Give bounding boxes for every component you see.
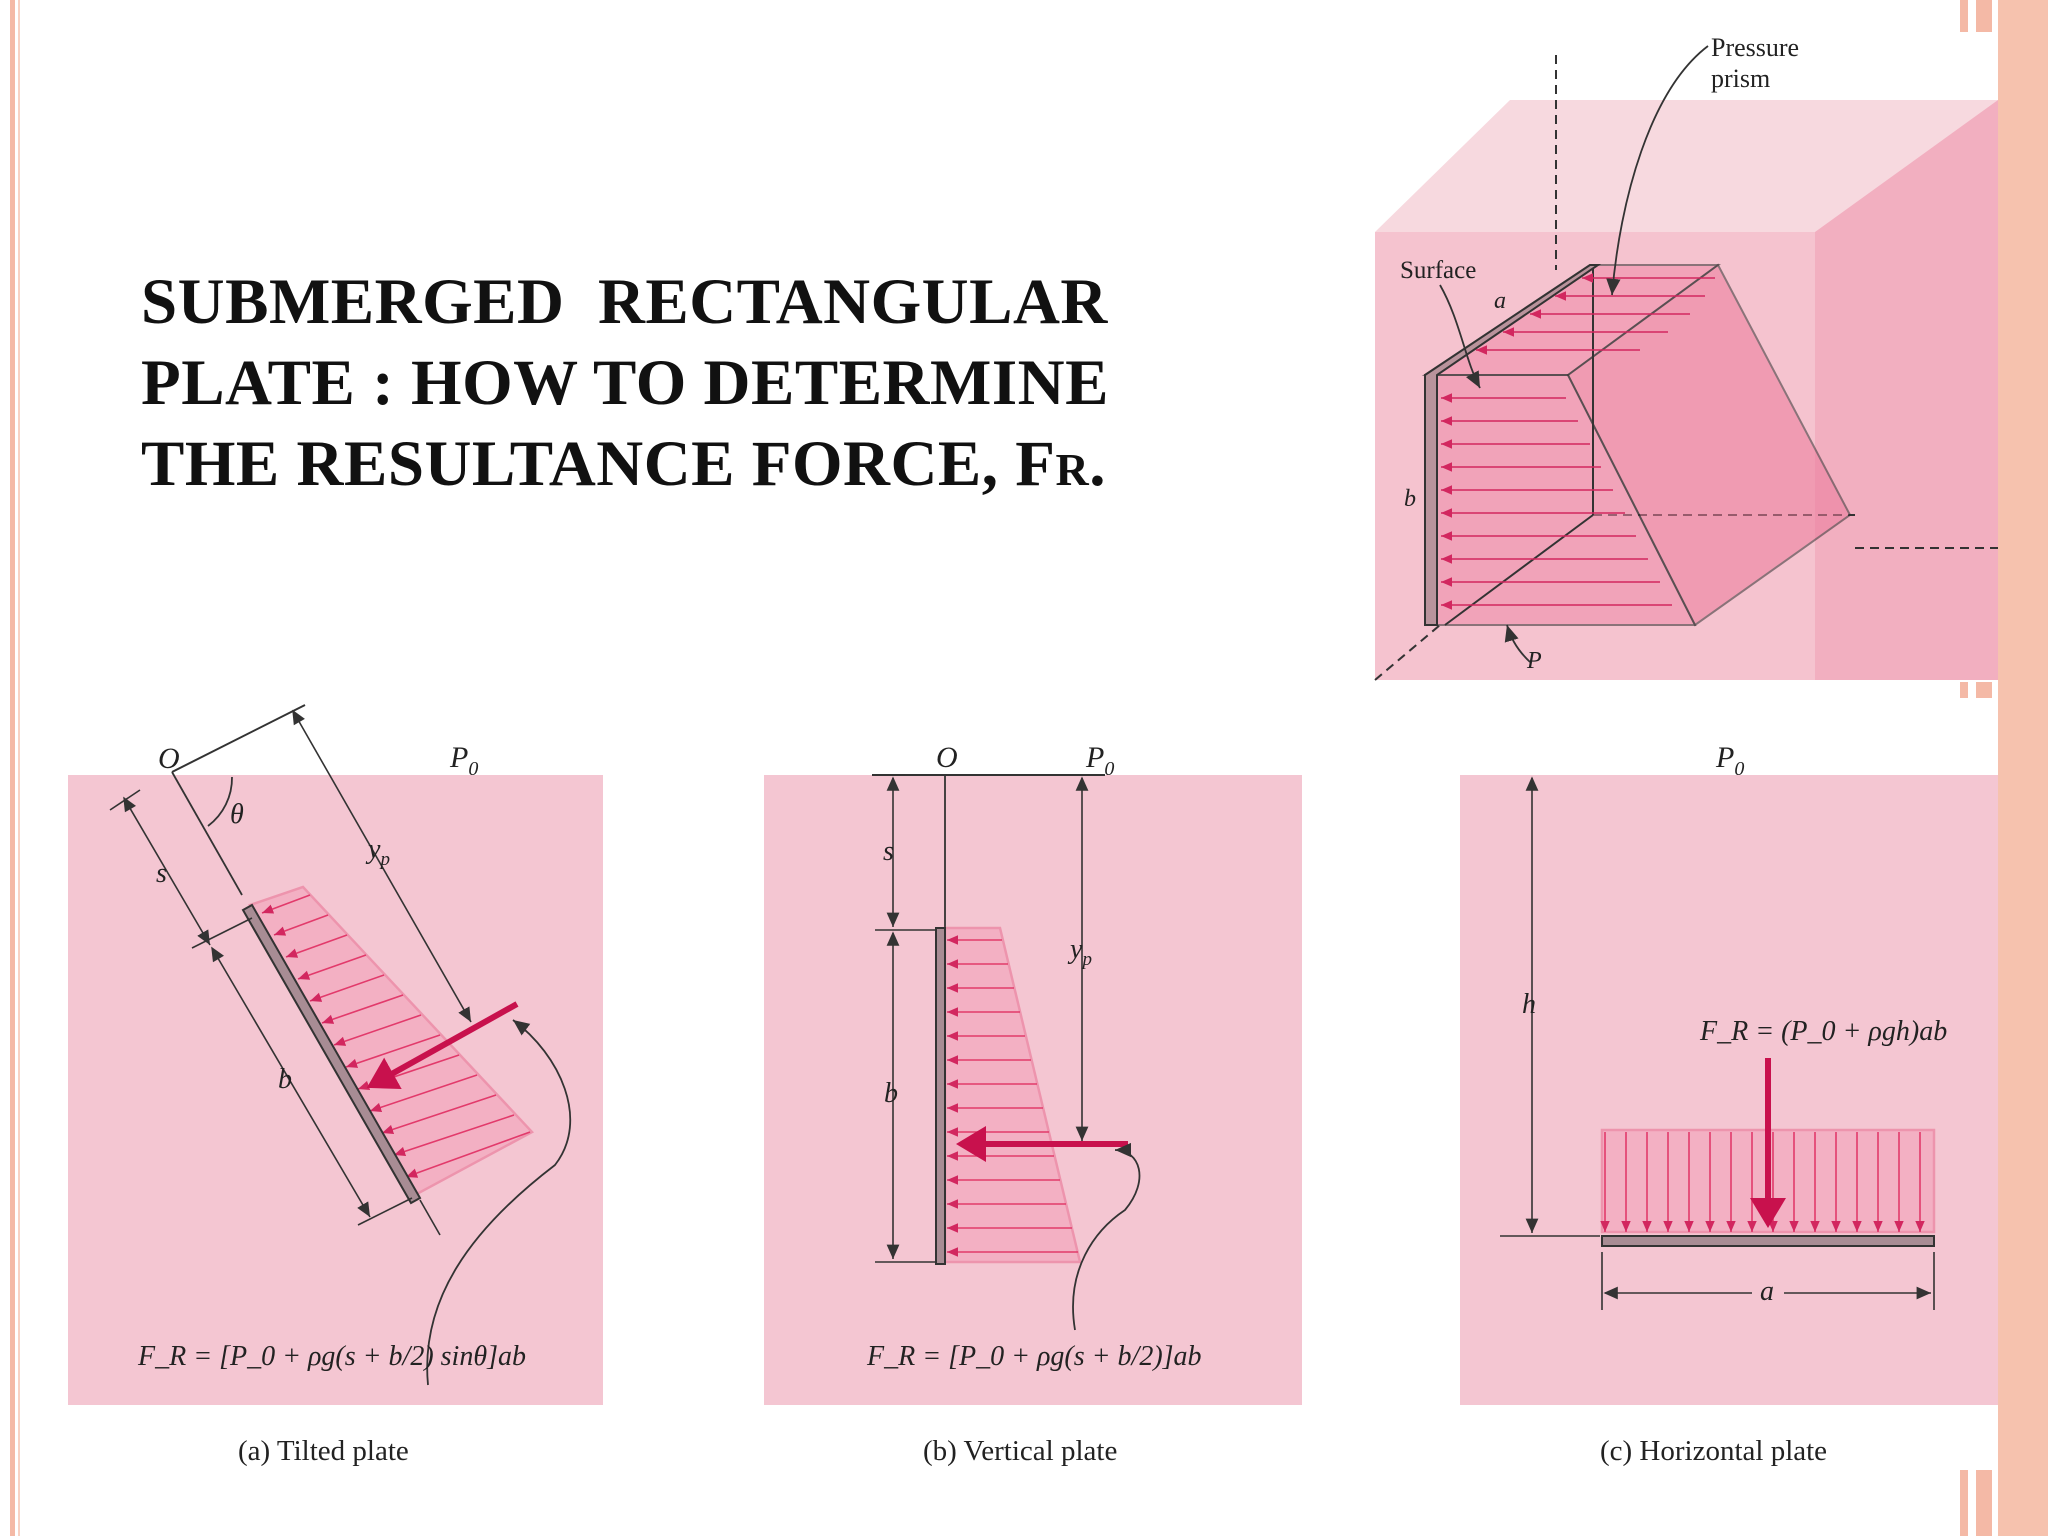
label-a: a (1494, 288, 1506, 314)
vertical-plate-figure: O P0 s b yp F_R = [P_0 + ρg(s + b/2)]ab … (764, 741, 1302, 1467)
tilted-label-s: s (156, 858, 167, 889)
horizontal-pressure-arrows (1600, 1132, 1925, 1232)
vertical-formula-leader (1072, 1142, 1141, 1331)
right-border-tick-mid (1960, 682, 1968, 698)
pressure-prism-leader (1606, 45, 1709, 296)
tilted-plate-figure: O P0 θ s b yp F_R = [P_0 + ρg(s + b/2) s… (68, 704, 603, 1467)
vertical-label-yp: yp (1067, 934, 1092, 970)
vertical-p0-main: P (1085, 741, 1104, 774)
horizontal-plate (1601, 1235, 1935, 1247)
title-period: . (1089, 428, 1106, 500)
left-border-bar (10, 0, 15, 1536)
tilted-label-b: b (278, 1064, 292, 1095)
vertical-formula: F_R = [P_0 + ρg(s + b/2)]ab (866, 1341, 1202, 1372)
tilted-resultant-arrow (366, 1001, 519, 1090)
slide-title: SUBMERGED RECTANGULAR PLATE : HOW TO DET… (141, 262, 1161, 510)
title-line-3-text: THE RESULTANCE FORCE, F (141, 428, 1056, 500)
prism-box-side (1815, 100, 1998, 680)
title-line-3: THE RESULTANCE FORCE, FR. (141, 424, 1161, 510)
prism-slanted-face (1566, 263, 1852, 627)
vertical-plate (935, 927, 946, 1265)
tilted-label-o: O (158, 742, 180, 775)
tilted-dim-s (123, 796, 211, 946)
right-border-tick-bottom2 (1976, 1470, 1992, 1536)
prism-pressure-arrows (1441, 273, 1715, 610)
tilted-caption: (a) Tilted plate (238, 1435, 409, 1467)
vertical-yp-sub: p (1080, 949, 1092, 970)
right-border-tick-top2 (1976, 0, 1992, 32)
tilted-formula-leader (426, 1019, 572, 1386)
vertical-label-s: s (883, 836, 894, 867)
vertical-water (764, 775, 1302, 1405)
horizontal-water (1460, 775, 1998, 1405)
horizontal-label-a: a (1760, 1276, 1774, 1307)
prism-box-top (1375, 100, 1998, 232)
p-leader (1504, 624, 1531, 663)
label-p: P (1526, 648, 1542, 674)
horizontal-plate-figure: P0 h a F_R = (P_0 + ρgh)ab (c) Horizonta… (1460, 741, 1998, 1467)
horizontal-caption: (c) Horizontal plate (1600, 1435, 1827, 1467)
label-b: b (1404, 486, 1416, 512)
right-border-tick-top (1960, 0, 1968, 32)
horizontal-formula: F_R = (P_0 + ρgh)ab (1699, 1016, 1947, 1047)
vertical-label-b: b (884, 1078, 898, 1109)
tilted-label-p0: P0 (449, 741, 478, 780)
pressure-prism-figure: Pressure prism Surface a b P (1374, 33, 1998, 681)
tilted-dim-b (211, 946, 371, 1218)
tilted-p0-main: P (449, 741, 468, 774)
prism-bottom-edge (1444, 514, 1594, 626)
tilted-formula: F_R = [P_0 + ρg(s + b/2) sinθ]ab (137, 1341, 526, 1372)
label-surface: Surface (1400, 257, 1476, 284)
horizontal-p0-sub: 0 (1734, 758, 1744, 780)
tilted-label-theta: θ (230, 799, 244, 830)
right-border-band (1998, 0, 2048, 1536)
vertical-label-o: O (936, 741, 958, 774)
right-border-tick-mid2 (1976, 682, 1992, 698)
tilted-water (68, 775, 603, 1405)
title-line-1: SUBMERGED RECTANGULAR (141, 266, 1108, 338)
vertical-label-p0: P0 (1085, 741, 1114, 780)
tilted-label-yp: yp (365, 834, 390, 870)
horizontal-p0-main: P (1715, 741, 1734, 774)
tilted-tick-1 (109, 789, 141, 811)
tilted-yp-sub: p (378, 849, 390, 870)
tilted-tick-2 (191, 917, 253, 949)
horizontal-label-p0: P0 (1715, 741, 1744, 780)
horizontal-dim-a-gap (1752, 1280, 1784, 1306)
label-pressure: Pressure (1711, 33, 1799, 62)
tilted-yp-main: y (365, 834, 381, 865)
tilted-surface-ref (171, 704, 306, 773)
vertical-p0-sub: 0 (1104, 758, 1114, 780)
tilted-tick-3 (357, 1197, 413, 1226)
left-border-line (18, 0, 20, 1536)
surface-leader (1439, 284, 1481, 389)
prism-plate (1424, 264, 1602, 626)
tilted-plate-ext (419, 1199, 441, 1236)
title-line-2: PLATE : HOW TO DETERMINE (141, 347, 1109, 419)
right-border-tick-bottom (1960, 1470, 1968, 1536)
theta-arc (207, 776, 233, 827)
label-prism: prism (1711, 64, 1770, 93)
tilted-p0-sub: 0 (468, 758, 478, 780)
title-subscript-r: R (1055, 444, 1090, 495)
tilted-dim-yp (292, 709, 472, 1023)
vertical-yp-main: y (1067, 934, 1083, 965)
vertical-caption: (b) Vertical plate (923, 1435, 1117, 1467)
horizontal-label-h: h (1522, 989, 1536, 1020)
